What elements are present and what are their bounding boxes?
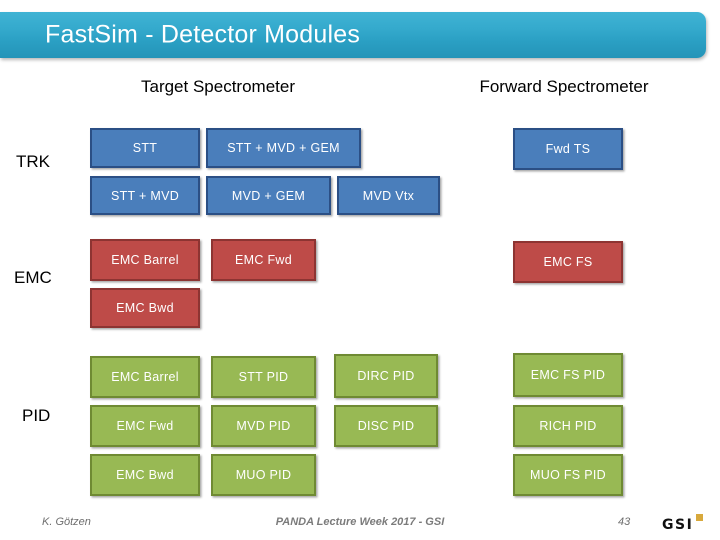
module-box-label: EMC FS — [543, 255, 593, 269]
module-box-trk-stt-plus-mvd-plus-gem[interactable]: STT + MVD + GEM — [206, 128, 361, 168]
module-box-label: MVD + GEM — [231, 188, 306, 203]
module-box-trk-mvd-plus-gem[interactable]: MVD + GEM — [206, 176, 331, 215]
module-box-label: EMC Bwd — [116, 301, 174, 315]
module-box-pid-muo-fs-pid[interactable]: MUO FS PID — [513, 454, 623, 496]
column-heading-forward-spectrometer: Forward Spectrometer — [479, 77, 649, 96]
module-box-pid-emc-fs-pid[interactable]: EMC FS PID — [513, 353, 623, 397]
module-box-pid-muo-pid[interactable]: MUO PID — [211, 454, 316, 496]
row-label-pid: PID — [22, 406, 51, 425]
module-box-label: STT — [132, 141, 158, 155]
row-label-trk: TRK — [16, 152, 50, 171]
module-box-pid-dirc-pid[interactable]: DIRC PID — [334, 354, 438, 398]
module-box-emc-emc-fs[interactable]: EMC FS — [513, 241, 623, 283]
footer-author: K. Götzen — [42, 516, 91, 528]
module-box-pid-emc-fwd[interactable]: EMC Fwd — [90, 405, 200, 447]
module-box-label: STT + MVD + GEM — [227, 141, 340, 155]
module-box-label: Fwd TS — [545, 142, 591, 156]
module-box-emc-emc-barrel[interactable]: EMC Barrel — [90, 239, 200, 281]
gsi-logo-text: GSI — [662, 517, 694, 533]
module-box-label: MUO PID — [235, 468, 292, 482]
footer-event-title: PANDA Lecture Week 2017 - GSI — [275, 516, 445, 528]
module-box-label: EMC FS PID — [530, 368, 606, 382]
module-box-pid-rich-pid[interactable]: RICH PID — [513, 405, 623, 447]
page-title: FastSim - Detector Modules — [45, 20, 361, 49]
module-box-label: MUO FS PID — [530, 468, 606, 482]
module-box-label: EMC Barrel — [111, 370, 179, 384]
module-box-trk-fwd-ts[interactable]: Fwd TS — [513, 128, 623, 170]
module-box-label: EMC Fwd — [235, 253, 292, 267]
module-box-label: STT PID — [238, 370, 289, 384]
gsi-logo-square-icon — [696, 514, 703, 521]
module-box-trk-mvd-vtx[interactable]: MVD Vtx — [337, 176, 440, 215]
module-box-emc-emc-fwd[interactable]: EMC Fwd — [211, 239, 316, 281]
module-box-label: EMC Barrel — [111, 253, 179, 267]
module-box-label: RICH PID — [539, 419, 597, 433]
module-box-label: STT + MVD — [110, 188, 180, 203]
module-box-pid-stt-pid[interactable]: STT PID — [211, 356, 316, 398]
module-box-trk-stt-plus-mvd[interactable]: STT + MVD — [90, 176, 200, 215]
module-box-label: MVD Vtx — [362, 188, 415, 203]
module-box-trk-stt[interactable]: STT — [90, 128, 200, 168]
module-box-label: EMC Bwd — [116, 468, 174, 482]
module-box-label: DISC PID — [357, 419, 415, 433]
module-box-label: EMC Fwd — [116, 419, 174, 433]
gsi-logo: GSI — [662, 514, 708, 534]
row-label-emc: EMC — [14, 268, 52, 287]
module-box-pid-emc-bwd[interactable]: EMC Bwd — [90, 454, 200, 496]
module-box-pid-disc-pid[interactable]: DISC PID — [334, 405, 438, 447]
column-heading-target-spectrometer: Target Spectrometer — [140, 77, 295, 96]
slide-title-bar: FastSim - Detector Modules — [0, 12, 706, 58]
module-box-label: MVD PID — [236, 419, 291, 433]
module-box-pid-mvd-pid[interactable]: MVD PID — [211, 405, 316, 447]
footer-page-number: 43 — [618, 516, 631, 528]
module-box-emc-emc-bwd[interactable]: EMC Bwd — [90, 288, 200, 328]
module-box-label: DIRC PID — [357, 369, 415, 383]
module-box-pid-emc-barrel[interactable]: EMC Barrel — [90, 356, 200, 398]
